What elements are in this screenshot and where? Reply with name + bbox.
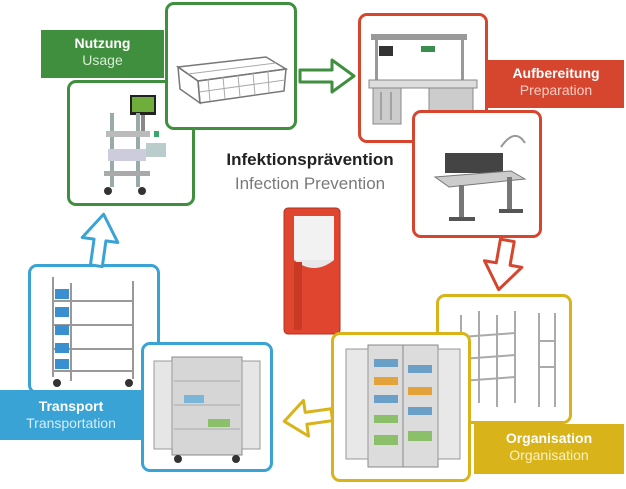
transport-cabinet-icon: [153, 356, 261, 463]
computer-workstation-cart-icon: [104, 95, 166, 195]
transport-trolley-icon: [52, 277, 134, 387]
preparation-label-en: Preparation: [519, 82, 593, 98]
transport-label-de: Transport: [38, 398, 104, 414]
organisation-cabinet-card: [331, 332, 471, 482]
preparation-label: Aufbereitung Preparation: [488, 60, 624, 108]
transport-label-en: Transportation: [26, 415, 116, 431]
cycle-arrow-icon: [298, 58, 356, 94]
usage-label-de: Nutzung: [74, 35, 131, 51]
cycle-arrow-icon: [80, 212, 120, 268]
preparation-table-card: [412, 110, 542, 238]
organisation-label: Organisation Organisation: [474, 424, 624, 474]
preparation-label-de: Aufbereitung: [512, 65, 600, 81]
usage-label-en: Usage: [82, 52, 123, 68]
shelving-rack-icon: [460, 311, 556, 407]
cycle-arrow-icon: [282, 398, 335, 438]
center-title: Infektionsprävention Infection Preventio…: [210, 150, 410, 194]
wire-basket-icon: [175, 56, 289, 105]
adjustable-table-icon: [433, 135, 527, 221]
storage-cabinet-icon: [345, 344, 461, 468]
transport-cabinet-card: [141, 342, 273, 472]
usage-label: Nutzung Usage: [41, 30, 164, 78]
center-title-de: Infektionsprävention: [226, 150, 394, 169]
organisation-label-en: Organisation: [509, 447, 589, 463]
organisation-label-de: Organisation: [505, 430, 593, 446]
cycle-arrow-icon: [482, 238, 524, 292]
center-title-en: Infection Prevention: [234, 174, 386, 193]
usage-basket-card: [165, 2, 297, 130]
transport-label: Transport Transportation: [0, 390, 142, 440]
disinfectant-dispenser-icon: [283, 207, 341, 335]
